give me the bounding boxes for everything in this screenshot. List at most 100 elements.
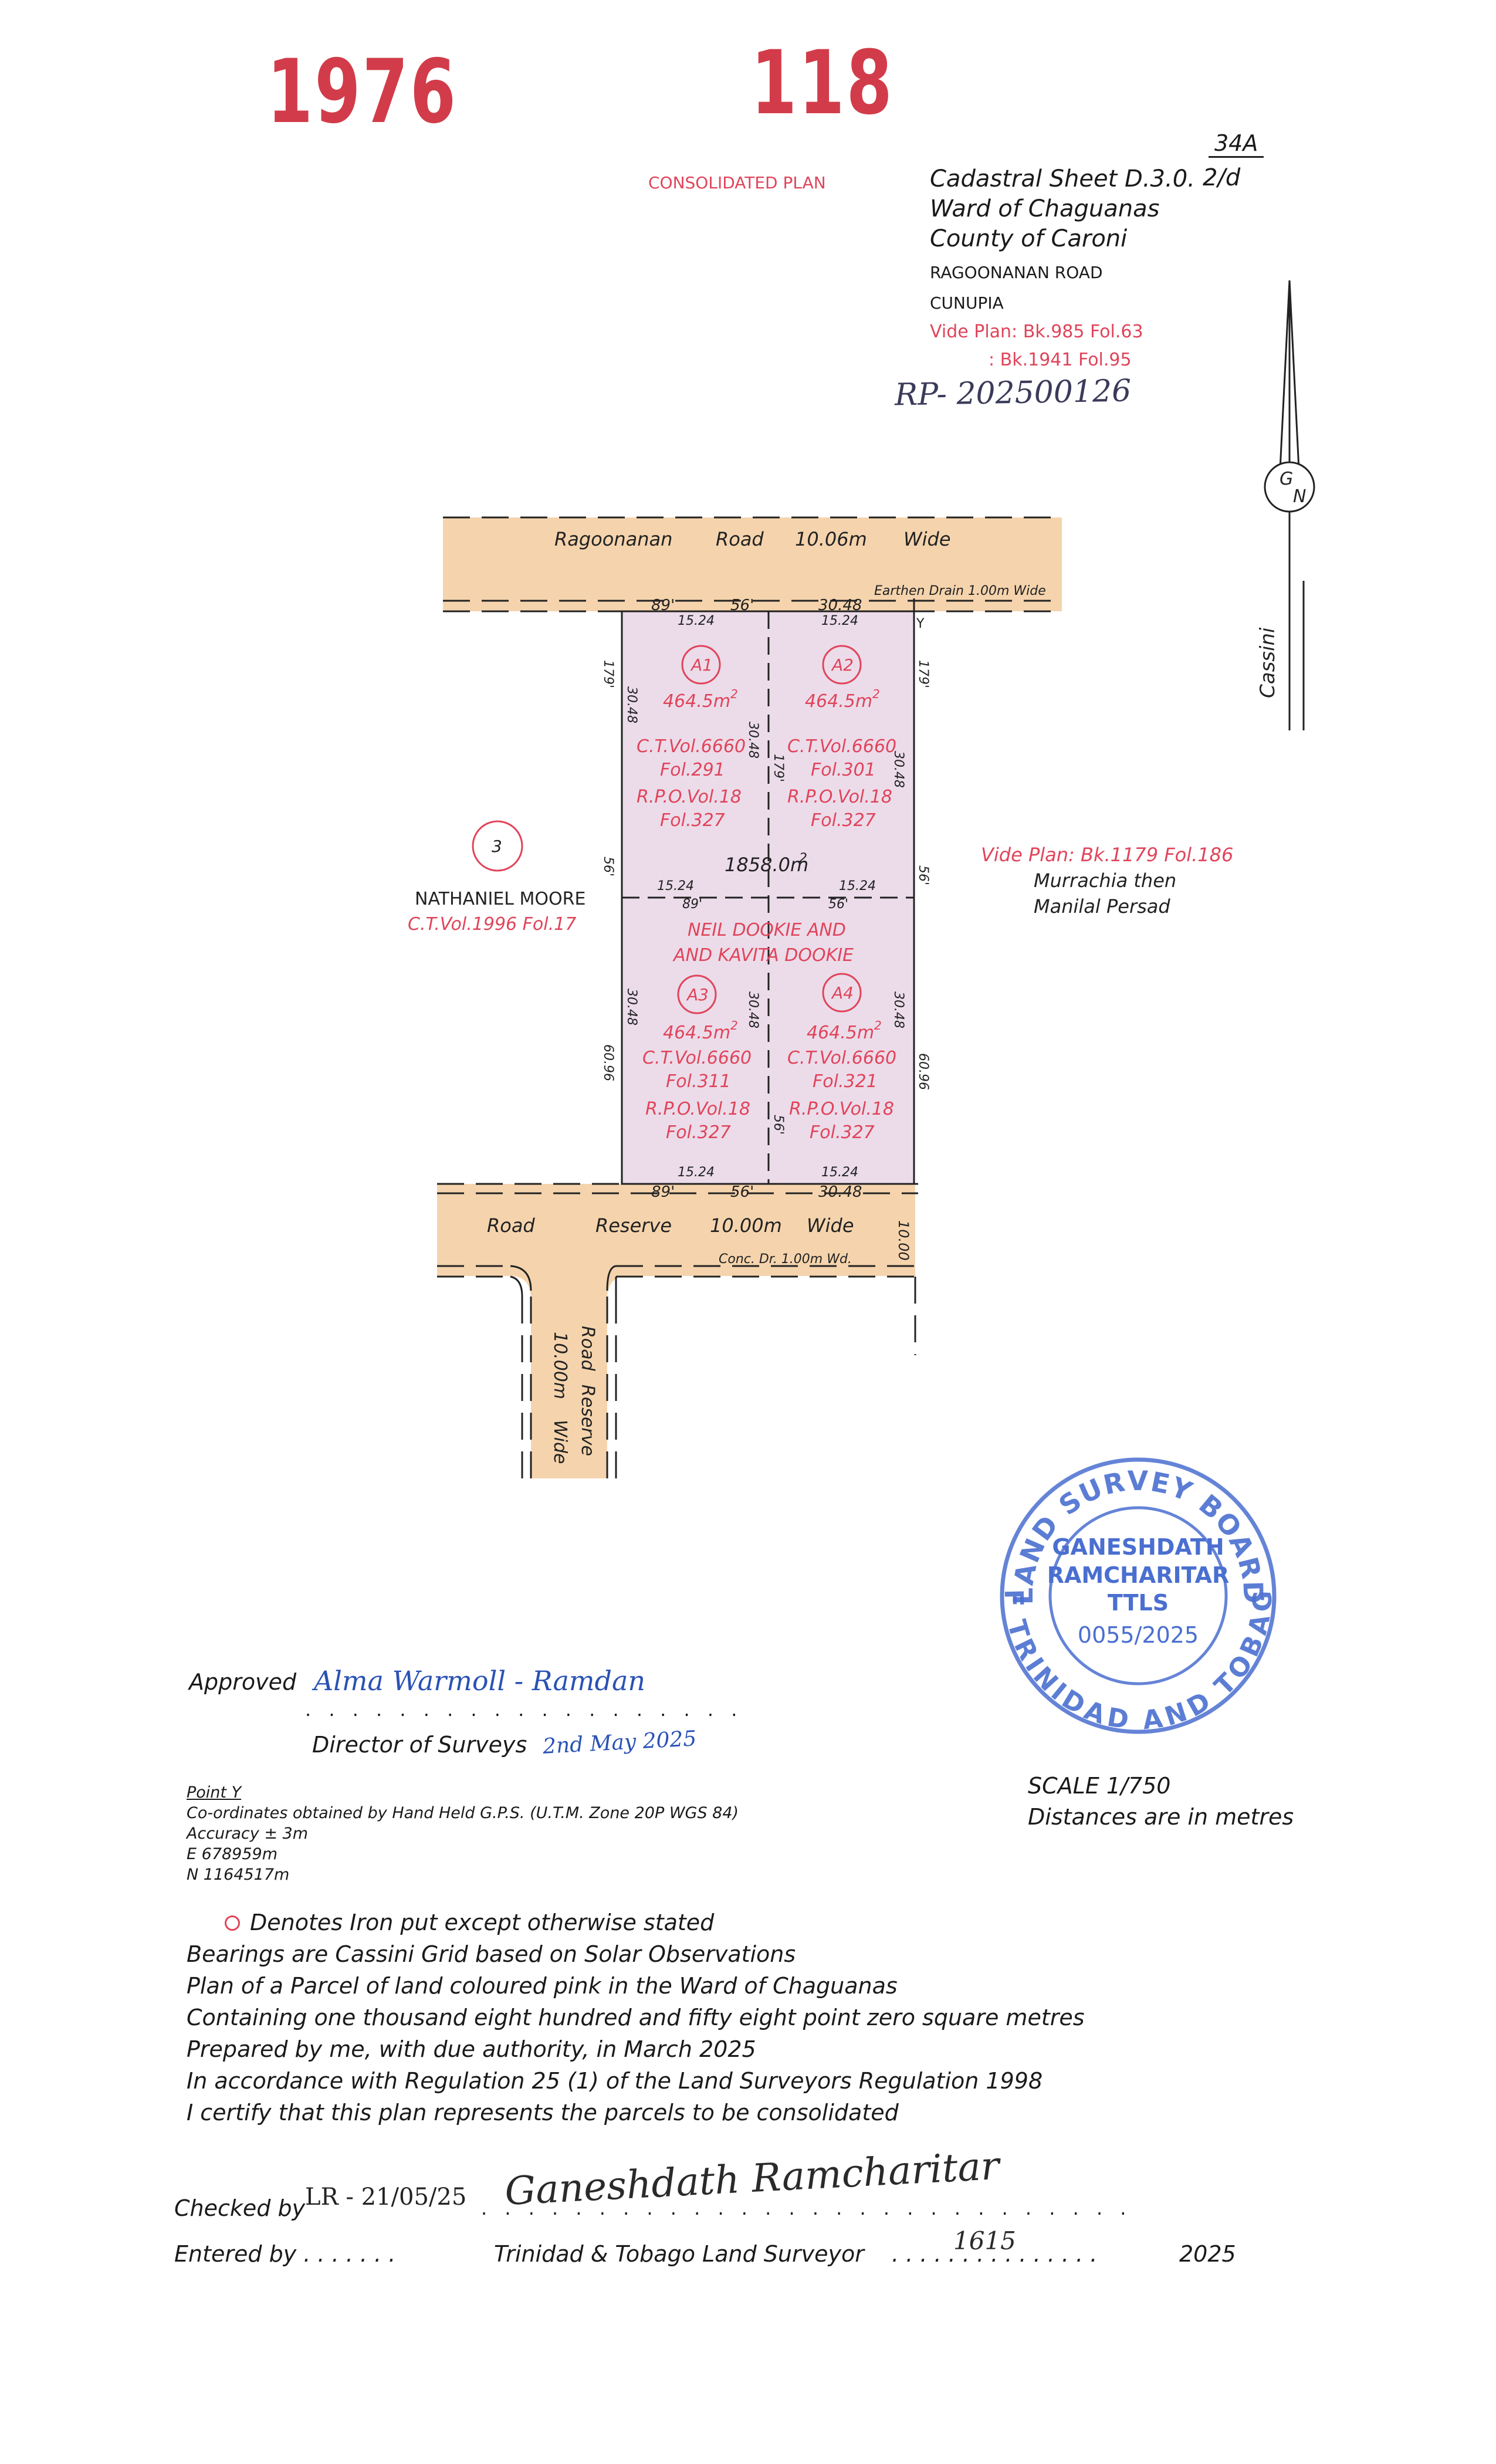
coords-method: Co-ordinates obtained by Hand Held G.P.S… [187,1804,739,1822]
distance-units: Distances are in metres [1028,1804,1294,1830]
reserve-width: 10.00 [895,1220,912,1261]
director-signature: Alma Warmoll - Ramdan [314,1665,646,1697]
locality-label: CUNUPIA [930,293,1004,313]
ward-label: Ward of Chaguanas [930,195,1160,222]
lot-a2: A2 464.5m 2 C.T.Vol.6660 Fol.301 R.P.O.V… [787,645,896,831]
surveyor-title: Trinidad & Tobago Land Surveyor [494,2241,864,2267]
signature-dots: . . . . . . . . . . . . . . . . . . . [305,1698,743,1721]
lot-a4-fol: Fol.321 [813,1071,878,1092]
west-lot-circle [472,820,523,872]
land-survey-board-seal: LAND SURVEY BOARD OF TRINIDAD AND TOBAGO… [991,1449,1277,1735]
owner-line-2: AND KAVITA DOOKIE [672,945,854,966]
concrete-drain-label: Conc. Dr. 1.00m Wd. [719,1252,852,1267]
note-certify: I certify that this plan represents the … [187,2100,899,2125]
approved-label: Approved [189,1669,297,1695]
lot-a4-rpofol: Fol.327 [810,1122,875,1143]
east-owner-2: Manilal Persad [1034,895,1170,918]
licence-dots: . . . . . . . . . . . . . . . [892,2241,1098,2267]
side-3048-a4: 30.48 [891,991,906,1028]
dim-top-left: 15.24 [678,614,715,628]
notes-block: Denotes Iron put except otherwise stated… [187,1907,1085,2128]
side-3048-mid-bot: 30.48 [746,991,760,1028]
bottom-bearing-dist: 30.48 [818,1183,862,1201]
note-containing: Containing one thousand eight hundred an… [187,2005,1085,2030]
owner-line-1: NEIL DOOKIE AND [688,920,846,940]
lot-a4-area: 464.5m [807,1023,874,1043]
county-label: County of Caroni [930,225,1128,252]
lot-a4-rpo: R.P.O.Vol.18 [789,1099,894,1119]
vide-plan-1: Vide Plan: Bk.985 Fol.63 [930,321,1143,342]
reserve-word-4: Wide [807,1214,854,1237]
grid-n: N [1293,486,1306,507]
lot-a4-circle [822,973,862,1013]
lot-a3-area: 464.5m [663,1023,730,1043]
side-179-west: 179' [601,660,615,688]
west-lot-number: 3 [492,837,502,856]
lot-a3-fol: Fol.311 [666,1071,731,1092]
mid-bearing-56: 56' [828,897,848,912]
total-area: 1858.0m [725,854,808,876]
side-3048-mid-top: 30.48 [746,722,760,759]
lot-a3-circle [677,974,717,1014]
lot-a4: A4 464.5m 2 C.T.Vol.6660 Fol.321 R.P.O.V… [787,973,896,1143]
coords-easting: E 678959m [187,1845,278,1863]
vroad-word-4: Wide [550,1420,570,1464]
director-of-surveys: Director of Surveys [312,1732,527,1758]
note-iron: Denotes Iron put except otherwise stated [250,1910,715,1935]
bottom-bearing-89: 89' [651,1183,675,1201]
road-word-3: 10.06m [795,528,867,550]
note-prepared: Prepared by me, with due authority, in M… [187,2036,756,2062]
seal-ttls: TTLS [1108,1590,1169,1616]
coords-northing: N 1164517m [187,1866,290,1884]
cassini-label: Cassini [1256,627,1280,698]
side-6096-east: 60.96 [916,1053,930,1090]
dim-bottom-right: 15.24 [821,1165,858,1180]
lot-a2-sup: 2 [872,687,880,701]
lot-a2-fol: Fol.301 [811,760,876,780]
lot-a2-area: 464.5m [805,691,872,712]
side-6096-west: 60.96 [601,1044,615,1081]
east-owner-1: Murrachia then [1034,869,1176,892]
coords-accuracy: Accuracy ± 3m [187,1825,309,1843]
lot-a2-circle [822,645,862,685]
lot-a1-area: 464.5m [663,691,730,712]
reserve-word-1: Road [487,1214,535,1237]
lot-a2-rpo: R.P.O.Vol.18 [787,787,892,807]
lot-a3-id: A3 [686,985,709,1004]
entered-by-label: Entered by . . . . . . . [174,2241,396,2267]
lot-a1: A1 464.5m 2 C.T.Vol.6660 Fol.291 R.P.O.V… [637,645,746,831]
side-3048-a2: 30.48 [891,751,906,788]
note-regulation: In accordance with Regulation 25 (1) of … [187,2068,1043,2094]
lot-a1-sup: 2 [730,687,738,701]
reserve-word-2: Reserve [595,1214,672,1237]
vroad-word-2: Reserve [577,1385,598,1456]
side-3048-a1: 30.48 [624,686,639,723]
total-area-sup: 2 [799,851,807,866]
earthen-drain-label: Earthen Drain 1.00m Wide [874,584,1046,598]
side-56-west: 56' [601,857,615,876]
vide-plan-2: : Bk.1941 Fol.95 [989,350,1132,370]
footer-year: 2025 [1179,2241,1236,2267]
lot-a1-circle [681,645,721,685]
side-56-mid: 56' [771,1115,786,1135]
lot-a3-sup: 2 [730,1018,738,1033]
dim-bottom-left: 15.24 [678,1165,715,1180]
reserve-word-3: 10.00m [710,1214,782,1237]
dim-mid-right: 15.24 [839,879,876,893]
note-plan: Plan of a Parcel of land coloured pink i… [187,1973,898,1999]
point-y-title: Point Y [187,1783,242,1802]
road-word-2: Road [716,528,764,550]
seal-name-1: GANESHDATH [1052,1534,1224,1560]
side-179-mid: 179' [771,754,786,782]
east-vide-plan: Vide Plan: Bk.1179 Fol.186 [981,844,1233,866]
vroad-word-3: 10.00m [550,1332,570,1399]
west-ct: C.T.Vol.1996 Fol.17 [408,914,576,935]
checked-by-label: Checked by [174,2195,306,2221]
side-179-east: 179' [916,660,930,688]
lot-a3-rpo: R.P.O.Vol.18 [645,1099,750,1119]
vroad-word-1: Road [577,1326,598,1372]
ragoonanan-road-area [443,517,1062,611]
dim-top-right: 15.24 [821,614,858,628]
north-arrow: G N Cassini [1256,280,1315,730]
